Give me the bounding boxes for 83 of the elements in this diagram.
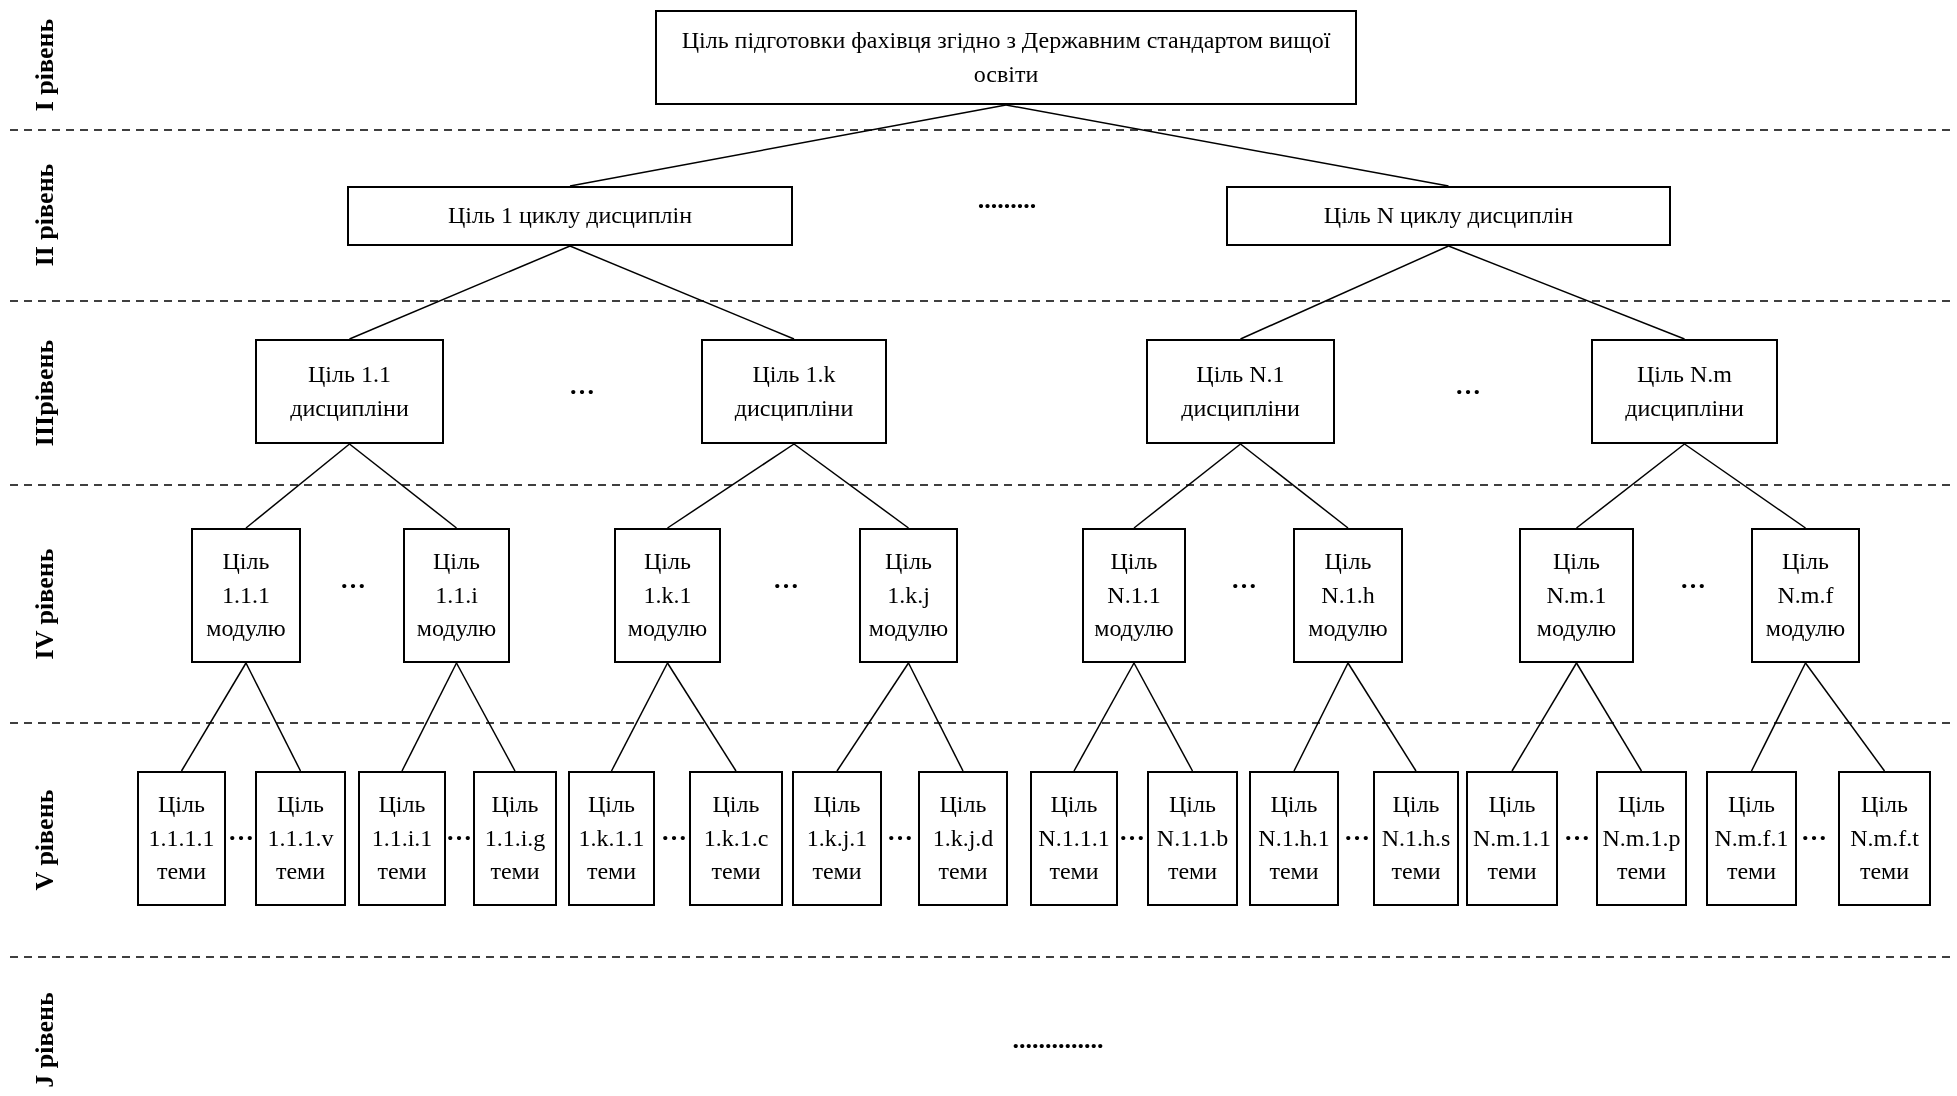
ellipsis-mark: … [661, 819, 687, 845]
connector-line [1511, 662, 1578, 772]
goal-box: Ціль N.m.1.p теми [1596, 771, 1687, 906]
connector-line [1005, 104, 1450, 187]
goal-box: Ціль N.1.1.1 теми [1030, 771, 1118, 906]
goal-box: Ціль 1.k.j.d теми [918, 771, 1008, 906]
goal-box: Ціль 1.k.j.1 теми [792, 771, 882, 906]
connector-line [1750, 662, 1807, 772]
ellipsis-mark: … [569, 373, 595, 399]
ellipsis-mark: … [228, 819, 254, 845]
goal-box: Ціль 1.k.1.1 теми [568, 771, 655, 906]
connector-line [1073, 662, 1135, 772]
ellipsis-mark: ......... [977, 187, 1037, 213]
connector-line [836, 662, 910, 772]
connector-line [1239, 245, 1450, 340]
goal-box: Ціль 1 циклу дисциплін [347, 186, 793, 246]
goal-box: Ціль N.1.h.s теми [1373, 771, 1459, 906]
ellipsis-mark: … [340, 567, 366, 593]
connector-line [1804, 662, 1886, 772]
goal-box: Ціль 1.1.1 модулю [191, 528, 301, 663]
goal-box: Ціль N.m.1 модулю [1519, 528, 1634, 663]
goal-box: Ціль N.1.h.1 теми [1249, 771, 1339, 906]
connector-line [1133, 662, 1194, 772]
connector-line [1683, 443, 1807, 529]
connector-line [666, 662, 737, 772]
connector-line [793, 443, 910, 529]
connector-line [569, 245, 795, 340]
level-label: J рівень [32, 992, 58, 1088]
goal-box: Ціль 1.1.1.v теми [255, 771, 346, 906]
ellipsis-mark: … [1680, 567, 1706, 593]
goal-box: Ціль N.m.f.1 теми [1706, 771, 1797, 906]
connector-line [348, 245, 571, 340]
connector-line [180, 662, 247, 772]
goal-box: Ціль N.m дисципліни [1591, 339, 1778, 444]
connector-line [1575, 443, 1686, 529]
connector-line [1239, 443, 1349, 529]
goal-box: Ціль 1.k дисципліни [701, 339, 887, 444]
goal-box: Ціль N.1.h модулю [1293, 528, 1403, 663]
level-label: IIIрівень [32, 339, 58, 447]
connector-line [1133, 443, 1242, 529]
connector-line [1575, 662, 1643, 772]
goal-box: Ціль 1.1.i.1 теми [358, 771, 446, 906]
goal-box: Ціль 1.k.1 модулю [614, 528, 721, 663]
goal-box: Ціль N.m.1.1 теми [1466, 771, 1558, 906]
connector-line [907, 662, 964, 772]
goal-box: Ціль 1.k.1.c теми [689, 771, 783, 906]
goal-box: Ціль N.1 дисципліни [1146, 339, 1335, 444]
goal-box: Ціль 1.1.i модулю [403, 528, 510, 663]
connector-line [245, 443, 351, 529]
connector-line [610, 662, 669, 772]
ellipsis-mark: .............. [1012, 1027, 1104, 1053]
goal-box: Ціль 1.1.1.1 теми [137, 771, 226, 906]
goal-box: Ціль 1.1 дисципліни [255, 339, 444, 444]
goal-box: Ціль N.1.1.b теми [1147, 771, 1238, 906]
ellipsis-mark: … [1455, 373, 1481, 399]
connector-line [455, 662, 516, 772]
goal-box: Ціль N.m.f модулю [1751, 528, 1860, 663]
goal-box: Ціль підготовки фахівця згідно з Державним стандартом вищої освіти [655, 10, 1357, 105]
ellipsis-mark: … [887, 819, 913, 845]
goal-box: Ціль N циклу дисциплін [1226, 186, 1671, 246]
connector-line [401, 662, 458, 772]
connector-line [348, 443, 458, 529]
connector-line [1293, 662, 1349, 772]
connector-line [1447, 245, 1686, 340]
ellipsis-mark: … [1119, 819, 1145, 845]
goal-box: Ціль 1.1.i.g теми [473, 771, 557, 906]
ellipsis-mark: … [446, 819, 472, 845]
level-label: V рівень [32, 789, 58, 891]
goal-box: Ціль 1.k.j модулю [859, 528, 958, 663]
connector-line [245, 662, 302, 772]
connector-line [666, 443, 795, 529]
level-label: IV рівень [32, 548, 58, 660]
level-label: I рівень [32, 18, 58, 112]
ellipsis-mark: … [1344, 819, 1370, 845]
connector-line [569, 104, 1007, 187]
ellipsis-mark: … [773, 567, 799, 593]
level-label: II рівень [32, 163, 58, 267]
ellipsis-mark: … [1231, 567, 1257, 593]
ellipsis-mark: … [1564, 819, 1590, 845]
goal-box: Ціль N.1.1 модулю [1082, 528, 1186, 663]
connector-line [1347, 662, 1417, 772]
ellipsis-mark: … [1801, 819, 1827, 845]
goal-box: Ціль N.m.f.t теми [1838, 771, 1931, 906]
